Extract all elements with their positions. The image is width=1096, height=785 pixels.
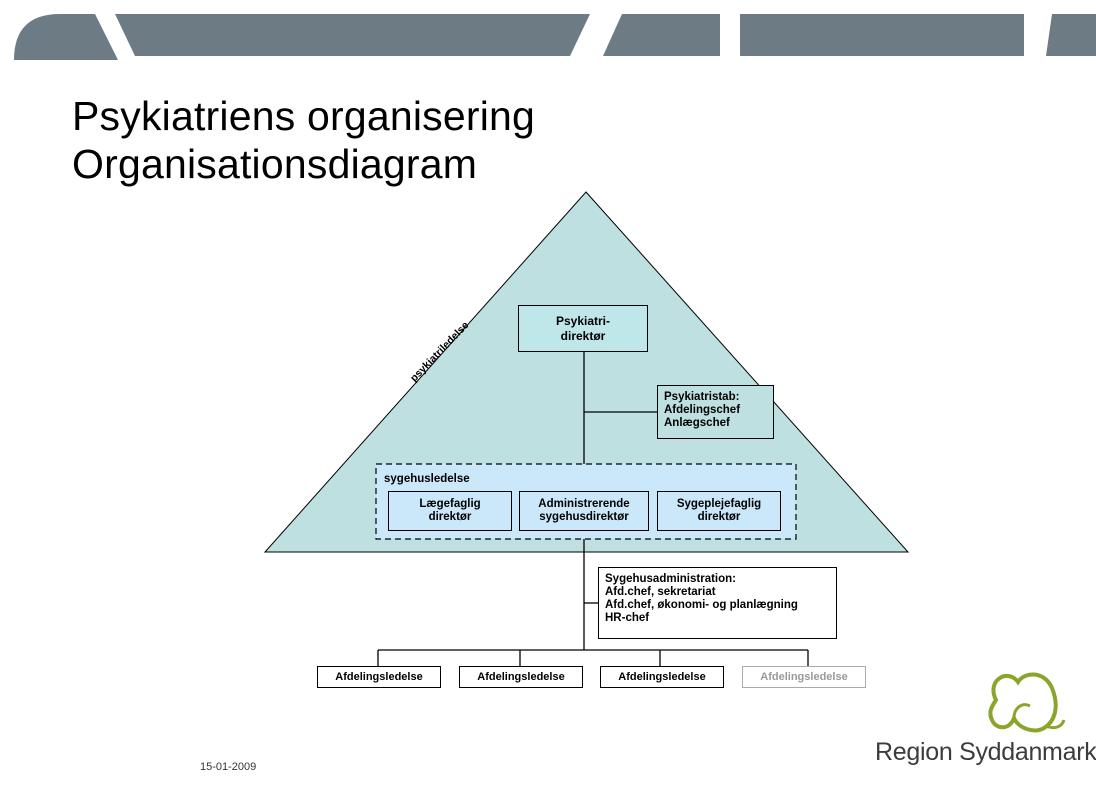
administration-line-2: Afd.chef, sekretariat bbox=[605, 586, 716, 598]
director-line-2: direktør bbox=[560, 328, 606, 343]
region-logo-icon bbox=[988, 672, 1066, 733]
administration-line-4: HR-chef bbox=[605, 612, 650, 624]
management-pyramid bbox=[263, 191, 910, 553]
administration-line-1: Sygehusadministration: bbox=[605, 573, 736, 585]
management-medical-line-2: direktør bbox=[428, 511, 472, 523]
management-medical-line-1: Lægefaglig bbox=[419, 498, 481, 510]
administration-box: Sygehusadministration: Afd.chef, sekreta… bbox=[598, 567, 837, 639]
management-box-nursing: Sygeplejefaglig direktør bbox=[657, 491, 781, 531]
department-box-3: Afdelingsledelse bbox=[600, 666, 724, 688]
top-decorative-band bbox=[14, 14, 1096, 60]
management-box-medical: Lægefaglig direktør bbox=[388, 491, 512, 531]
director-line-1: Psykiatri- bbox=[555, 313, 611, 328]
staff-line-1: Psykiatristab: bbox=[664, 391, 740, 403]
management-nursing-line-2: direktør bbox=[697, 511, 741, 523]
management-admin-line-2: sygehusdirektør bbox=[539, 511, 629, 523]
footer-date: 15-01-2009 bbox=[200, 761, 257, 773]
department-box-2: Afdelingsledelse bbox=[459, 666, 583, 688]
staff-line-3: Anlægschef bbox=[664, 417, 730, 429]
staff-line-2: Afdelingschef bbox=[664, 404, 741, 416]
administration-line-3: Afd.chef, økonomi- og planlægning bbox=[605, 599, 798, 611]
director-box: Psykiatri- direktør bbox=[518, 305, 648, 352]
management-nursing-line-1: Sygeplejefaglig bbox=[676, 498, 762, 510]
logo-text: Region Syddanmark bbox=[875, 738, 1096, 766]
staff-box: Psykiatristab: Afdelingschef Anlægschef bbox=[657, 385, 774, 439]
management-box-administrative: Administrerende sygehusdirektør bbox=[519, 491, 649, 531]
management-admin-line-1: Administrerende bbox=[538, 498, 630, 510]
department-box-4: Afdelingsledelse bbox=[742, 666, 866, 688]
department-box-1: Afdelingsledelse bbox=[317, 666, 441, 688]
hospital-management-label: sygehusledelse bbox=[384, 473, 470, 485]
title-line-2: Organisationsdiagram bbox=[72, 141, 478, 187]
title-line-1: Psykiatriens organisering bbox=[72, 93, 536, 139]
page-title: Psykiatriens organisering Organisationsd… bbox=[72, 92, 535, 188]
